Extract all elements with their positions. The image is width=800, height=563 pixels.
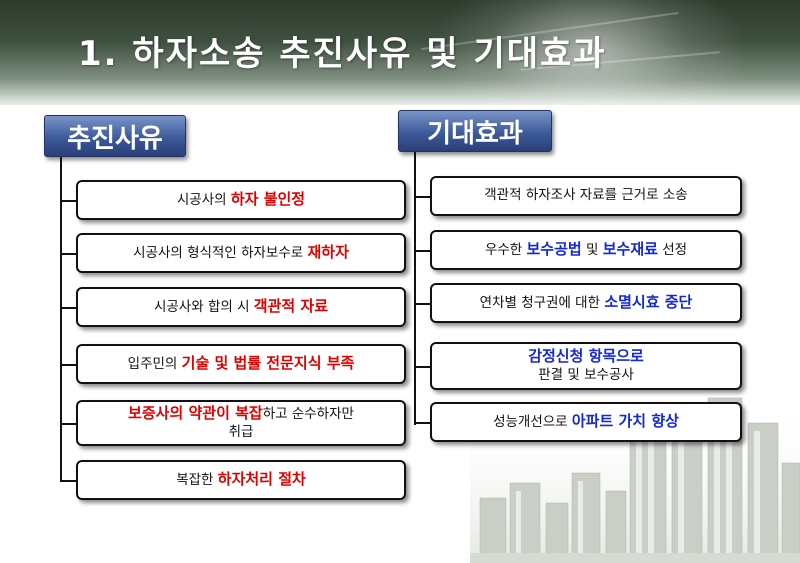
item-text-line: 연차별 청구권에 대한 소멸시효 중단 [480,293,693,313]
heading-expected-effects: 기대효과 [398,110,552,152]
item-text: 선정 [657,242,688,259]
item-text: 및 [581,242,603,259]
effect-connector-tick [414,303,430,305]
item-text-line: 취급 [128,424,354,442]
item-text: 객관적 하자조사 자료를 근거로 소송 [484,187,688,204]
item-text: 입주민의 [127,356,182,373]
reason-connector-tick [60,307,76,309]
item-highlight-text: 하자 불인정 [230,190,306,209]
item-highlight-text: 재하자 [307,243,349,262]
item-text-line: 성능개선으로 아파트 가치 향상 [493,412,679,432]
reason-item: 입주민의 기술 및 법률 전문지식 부족 [76,344,406,384]
effects-connector [414,152,416,425]
item-text: 시공사와 합의 시 [153,299,254,316]
effect-item: 우수한 보수공법 및 보수재료 선정 [430,230,742,270]
item-text-line: 판결 및 보수공사 [528,367,644,385]
item-text-line: 객관적 하자조사 자료를 근거로 소송 [484,187,687,205]
item-text: 취급 [228,424,254,440]
reason-connector-tick [60,423,76,425]
item-text-line: 시공사의 하자 불인정 [177,190,305,210]
effect-connector-tick [414,196,430,198]
item-text-line: 복잡한 하자처리 절차 [176,470,306,490]
item-highlight-text: 보수공법 [526,240,582,259]
page-title: 1. 하자소송 추진사유 및 기대효과 [78,34,607,74]
reason-item: 시공사와 합의 시 객관적 자료 [76,287,406,327]
banner-glow [430,0,750,105]
item-text: 복잡한 [176,472,218,489]
effect-item: 성능개선으로 아파트 가치 향상 [430,402,742,442]
item-highlight-text: 보수재료 [602,240,658,259]
item-highlight-text: 보증사의 약관이 복잡 [128,404,263,423]
item-highlight-text: 하자처리 절차 [217,470,306,489]
reason-item: 시공사의 하자 불인정 [76,180,406,220]
item-highlight-text: 기술 및 법률 전문지식 부족 [181,354,355,373]
item-text: 하고 순수하자만 [262,406,354,423]
item-highlight-text: 객관적 자료 [253,297,329,316]
item-text-line: 시공사의 형식적인 하자보수로 재하자 [133,243,349,263]
effect-connector-tick [414,366,430,368]
item-text: 성능개선으로 [493,414,572,431]
item-text: 판결 및 보수공사 [538,367,634,383]
reason-connector-tick [60,200,76,202]
reason-connector-tick [60,364,76,366]
reason-connector-tick [60,253,76,255]
item-text-line: 감정신청 항목으로 [528,347,644,367]
item-text: 연차별 청구권에 대한 [479,295,605,312]
item-highlight-text: 감정신청 항목으로 [528,347,644,366]
heading-reasons: 추진사유 [44,115,186,157]
reason-connector-tick [60,480,76,482]
item-text: 우수한 [484,242,527,259]
effect-connector-tick [414,422,430,424]
item-highlight-text: 소멸시효 중단 [604,293,693,312]
item-highlight-text: 아파트 가치 향상 [571,412,679,431]
reason-item: 시공사의 형식적인 하자보수로 재하자 [76,233,406,273]
effect-item: 객관적 하자조사 자료를 근거로 소송 [430,176,742,216]
reason-item: 복잡한 하자처리 절차 [76,460,406,500]
title-banner: 1. 하자소송 추진사유 및 기대효과 [0,0,800,105]
item-text-line: 입주민의 기술 및 법률 전문지식 부족 [128,354,355,374]
item-text-line: 우수한 보수공법 및 보수재료 선정 [485,240,687,260]
item-text: 시공사의 [176,192,231,209]
item-text-line: 보증사의 약관이 복잡하고 순수하자만 [128,404,354,424]
effect-connector-tick [414,250,430,252]
item-text: 시공사의 형식적인 하자보수로 [133,245,308,262]
effect-item: 연차별 청구권에 대한 소멸시효 중단 [430,283,742,323]
reasons-connector [60,157,62,480]
item-text-line: 시공사와 합의 시 객관적 자료 [154,297,328,317]
